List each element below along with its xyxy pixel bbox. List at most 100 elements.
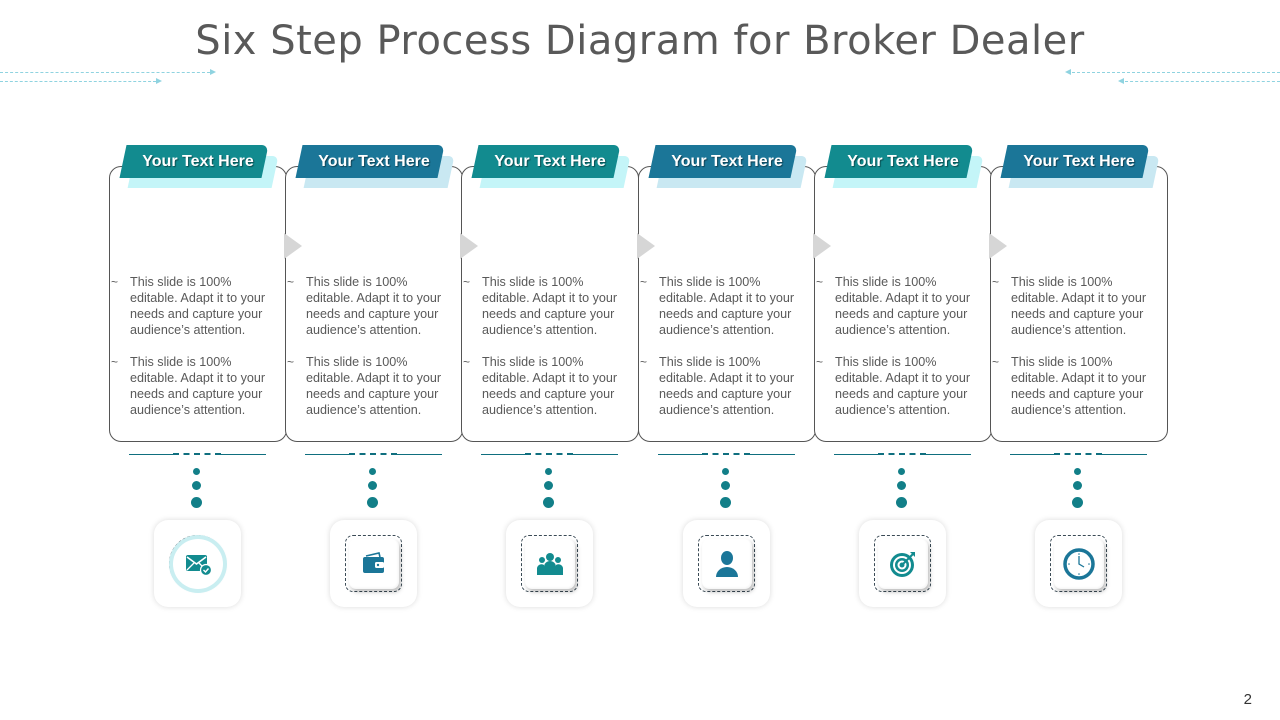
- bullet-item: ~ This slide is 100% editable. Adapt it …: [815, 274, 991, 338]
- process-step: ~ This slide is 100% editable. Adapt it …: [109, 140, 287, 620]
- bullet-text: This slide is 100% editable. Adapt it to…: [482, 355, 618, 417]
- bullet-text: This slide is 100% editable. Adapt it to…: [130, 355, 266, 417]
- connector-dashed: [173, 453, 221, 455]
- process-step: ~ This slide is 100% editable. Adapt it …: [460, 140, 639, 620]
- team-icon: [524, 538, 575, 589]
- deco-arrow-left-1: [210, 69, 216, 75]
- bullet-item: ~ This slide is 100% editable. Adapt it …: [991, 274, 1167, 338]
- connector-dashed: [702, 453, 750, 455]
- chevron-right-icon: [284, 233, 302, 259]
- tilde-bullet-icon: ~: [287, 355, 295, 369]
- connector-dot-medium: [721, 481, 730, 490]
- icon-tile: [330, 520, 417, 607]
- bullet-text: This slide is 100% editable. Adapt it to…: [482, 275, 618, 337]
- step-heading: Your Text Here: [671, 153, 783, 170]
- icon-tile: [683, 520, 770, 607]
- bullet-item: ~ This slide is 100% editable. Adapt it …: [286, 274, 462, 338]
- bullet-item: ~ This slide is 100% editable. Adapt it …: [110, 354, 286, 418]
- bullet-text: This slide is 100% editable. Adapt it to…: [835, 275, 971, 337]
- connector-dot-small: [1074, 468, 1081, 475]
- target-icon: [877, 538, 928, 589]
- connector-dot-large: [191, 497, 202, 508]
- process-step: ~ This slide is 100% editable. Adapt it …: [637, 140, 816, 620]
- process-step: ~ This slide is 100% editable. Adapt it …: [813, 140, 992, 620]
- connector-dashed: [349, 453, 397, 455]
- bullet-text: This slide is 100% editable. Adapt it to…: [1011, 355, 1147, 417]
- bullet-text: This slide is 100% editable. Adapt it to…: [130, 275, 266, 337]
- tilde-bullet-icon: ~: [463, 355, 471, 369]
- bullet-list: ~ This slide is 100% editable. Adapt it …: [639, 274, 815, 434]
- deco-line-right-1: [1072, 72, 1280, 73]
- user-icon: [701, 538, 752, 589]
- connector-dashed: [525, 453, 573, 455]
- deco-line-left-2: [0, 81, 156, 82]
- bullet-list: ~ This slide is 100% editable. Adapt it …: [462, 274, 638, 434]
- step-heading: Your Text Here: [142, 153, 254, 170]
- bullet-item: ~ This slide is 100% editable. Adapt it …: [991, 354, 1167, 418]
- bullet-list: ~ This slide is 100% editable. Adapt it …: [110, 274, 286, 434]
- slide-title: Six Step Process Diagram for Broker Deal…: [195, 18, 1085, 64]
- bullet-list: ~ This slide is 100% editable. Adapt it …: [991, 274, 1167, 434]
- chevron-right-icon: [637, 233, 655, 259]
- chevron-right-icon: [989, 233, 1007, 259]
- connector-dot-medium: [368, 481, 377, 490]
- bullet-text: This slide is 100% editable. Adapt it to…: [659, 355, 795, 417]
- icon-frame: [521, 535, 578, 592]
- connector-dot-medium: [897, 481, 906, 490]
- connector-dot-small: [369, 468, 376, 475]
- step-card: ~ This slide is 100% editable. Adapt it …: [813, 166, 992, 442]
- connector-dot-small: [545, 468, 552, 475]
- tilde-bullet-icon: ~: [111, 275, 119, 289]
- icon-frame: [874, 535, 931, 592]
- deco-line-left-1: [0, 72, 210, 73]
- wallet-icon: [348, 538, 399, 589]
- bullet-text: This slide is 100% editable. Adapt it to…: [306, 355, 442, 417]
- step-card: ~ This slide is 100% editable. Adapt it …: [284, 166, 463, 442]
- step-card: ~ This slide is 100% editable. Adapt it …: [109, 166, 287, 442]
- connector-dashed: [878, 453, 926, 455]
- tilde-bullet-icon: ~: [640, 275, 648, 289]
- process-step: ~ This slide is 100% editable. Adapt it …: [989, 140, 1168, 620]
- tilde-bullet-icon: ~: [816, 355, 824, 369]
- deco-arrow-left-2: [156, 78, 162, 84]
- icon-tile: [154, 520, 241, 607]
- step-heading: Your Text Here: [494, 153, 606, 170]
- step-heading: Your Text Here: [1023, 153, 1135, 170]
- tilde-bullet-icon: ~: [287, 275, 295, 289]
- icon-frame: [1050, 535, 1107, 592]
- step-card: ~ This slide is 100% editable. Adapt it …: [989, 166, 1168, 442]
- tilde-bullet-icon: ~: [463, 275, 471, 289]
- icon-tile: [1035, 520, 1122, 607]
- tilde-bullet-icon: ~: [640, 355, 648, 369]
- bullet-text: This slide is 100% editable. Adapt it to…: [835, 355, 971, 417]
- connector-dot-large: [720, 497, 731, 508]
- bullet-list: ~ This slide is 100% editable. Adapt it …: [815, 274, 991, 434]
- connector-dot-small: [193, 468, 200, 475]
- deco-line-right-2: [1125, 81, 1280, 82]
- connector-dot-medium: [544, 481, 553, 490]
- tilde-bullet-icon: ~: [992, 355, 1000, 369]
- page-number: 2: [1243, 691, 1252, 708]
- chevron-right-icon: [460, 233, 478, 259]
- bullet-item: ~ This slide is 100% editable. Adapt it …: [286, 354, 462, 418]
- step-card: ~ This slide is 100% editable. Adapt it …: [460, 166, 639, 442]
- connector-dot-medium: [192, 481, 201, 490]
- deco-arrow-right-2: [1118, 78, 1124, 84]
- email-check-icon: [172, 538, 223, 589]
- connector-dot-medium: [1073, 481, 1082, 490]
- bullet-item: ~ This slide is 100% editable. Adapt it …: [639, 274, 815, 338]
- connector-dot-small: [898, 468, 905, 475]
- bullet-item: ~ This slide is 100% editable. Adapt it …: [462, 274, 638, 338]
- icon-frame: [345, 535, 402, 592]
- connector-dot-large: [367, 497, 378, 508]
- icon-frame: [698, 535, 755, 592]
- icon-tile: [506, 520, 593, 607]
- clock-icon: [1053, 538, 1104, 589]
- bullet-text: This slide is 100% editable. Adapt it to…: [659, 275, 795, 337]
- chevron-right-icon: [813, 233, 831, 259]
- step-heading: Your Text Here: [318, 153, 430, 170]
- connector-dot-small: [722, 468, 729, 475]
- connector-dashed: [1054, 453, 1102, 455]
- tilde-bullet-icon: ~: [111, 355, 119, 369]
- step-card: ~ This slide is 100% editable. Adapt it …: [637, 166, 816, 442]
